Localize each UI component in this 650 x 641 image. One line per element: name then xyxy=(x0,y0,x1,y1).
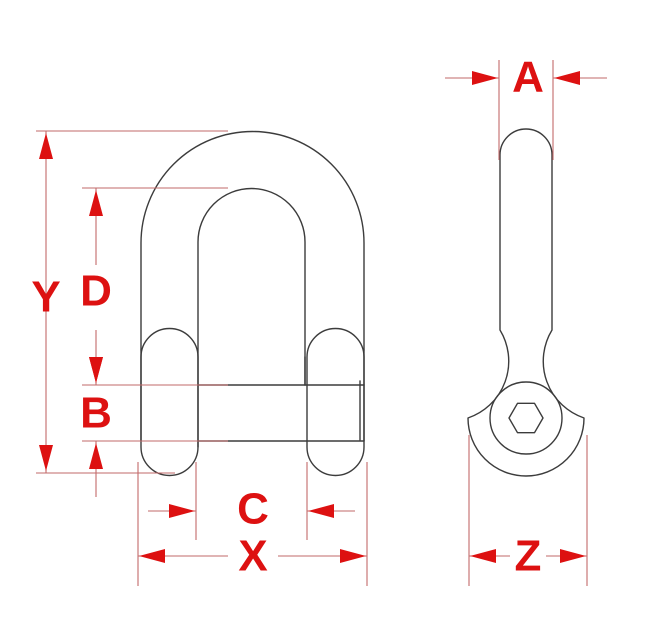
dim-Z-arrow-left xyxy=(470,549,496,563)
dim-D-arrow-top xyxy=(89,190,103,216)
dim-label-Y: Y xyxy=(31,273,60,322)
dim-label-X: X xyxy=(238,532,267,581)
dim-label-Z: Z xyxy=(515,532,542,581)
pin-head-socket-circle xyxy=(489,381,563,455)
dimension-Y: Y xyxy=(31,130,228,474)
dimension-D: D xyxy=(80,187,228,386)
dim-label-B: B xyxy=(80,389,112,438)
dim-X-arrow-right xyxy=(340,549,366,563)
shackle-left-eye xyxy=(140,327,199,477)
dimension-X: X xyxy=(137,462,368,586)
shackle-right-eye xyxy=(306,327,365,477)
front-view-group xyxy=(140,130,365,477)
shackle-outer-outline xyxy=(140,130,365,351)
dim-label-C: C xyxy=(237,485,269,534)
dimension-B: B xyxy=(80,357,228,497)
side-view-dimensions: A Z xyxy=(445,53,607,586)
dim-B-arrow-top xyxy=(89,357,103,383)
dim-Y-arrow-bottom xyxy=(39,445,53,471)
dimension-C: C xyxy=(148,462,355,540)
dimension-Z: Z xyxy=(468,435,588,586)
front-view-dimensions: Y D B xyxy=(31,130,368,586)
dim-Z-arrow-right xyxy=(560,549,586,563)
dim-Y-arrow-top xyxy=(39,133,53,159)
dim-A-arrow-right xyxy=(554,71,580,85)
dim-label-A: A xyxy=(512,53,544,102)
dim-C-arrow-left xyxy=(169,504,195,518)
hex-socket-icon xyxy=(508,402,544,434)
screw-pin-silhouette xyxy=(467,128,585,477)
dim-C-arrow-right xyxy=(308,504,334,518)
dim-B-arrow-bottom xyxy=(89,443,103,469)
shackle-inner-bow xyxy=(197,187,306,386)
dim-X-arrow-left xyxy=(139,549,165,563)
side-view-group xyxy=(467,128,585,477)
dim-label-D: D xyxy=(80,267,112,316)
dim-A-arrow-left xyxy=(472,71,498,85)
dimension-A: A xyxy=(445,53,607,160)
